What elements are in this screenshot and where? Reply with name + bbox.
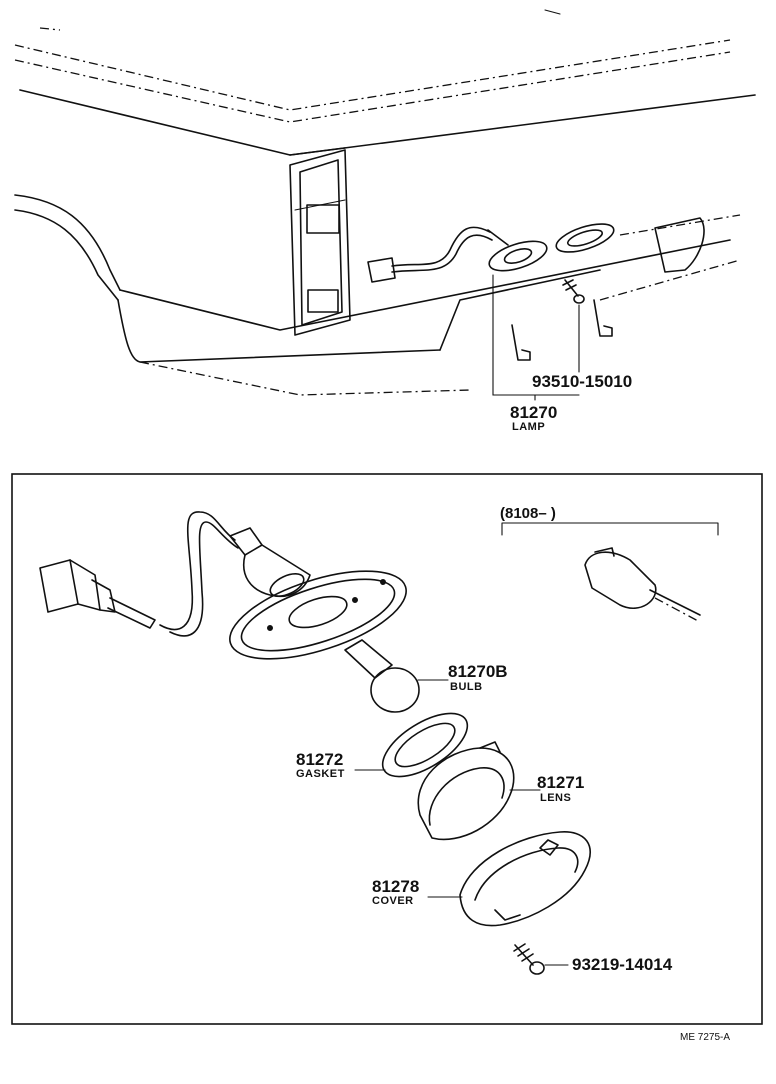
connector <box>39 559 156 629</box>
lamp-socket <box>229 527 311 597</box>
cover-part-number: 81278 <box>372 877 419 896</box>
bulb-part-number: 81270B <box>448 662 508 681</box>
lamp-part-number: 81270 <box>510 403 557 422</box>
license-lamp-wiring <box>367 226 509 283</box>
bulb-part-name: BULB <box>450 681 483 693</box>
variant-bracket <box>501 522 719 536</box>
detail-frame <box>11 473 763 1025</box>
upper-leader-lines <box>492 274 580 401</box>
cover-part-name: COVER <box>372 895 414 907</box>
variant-label: (8108– ) <box>500 505 556 522</box>
cover <box>427 831 591 927</box>
mounting-screw-detail <box>513 943 569 975</box>
gasket <box>354 712 469 778</box>
screw-part-detail-label: 93219-14014 <box>572 955 673 974</box>
lens-part-name: LENS <box>540 792 571 804</box>
lens <box>417 741 541 841</box>
lens-part-number: 81271 <box>537 773 584 792</box>
tail-lamp <box>289 149 351 336</box>
bulb <box>344 639 449 713</box>
mounting-screw-upper <box>562 279 585 304</box>
gasket-part-number: 81272 <box>296 750 343 769</box>
bracket-hooks <box>511 299 613 361</box>
screw-part-upper-label: 93510-15010 <box>532 372 632 391</box>
lamp-housing <box>229 570 407 660</box>
lamp-wire <box>159 511 239 637</box>
vehicle-body <box>14 9 756 396</box>
figure-code: ME 7275-A <box>680 1032 730 1043</box>
gasket-part-name: GASKET <box>296 768 345 780</box>
alt-socket <box>584 547 701 623</box>
lamp-part-name: LAMP <box>512 421 545 433</box>
license-lamp-installed <box>488 223 615 272</box>
